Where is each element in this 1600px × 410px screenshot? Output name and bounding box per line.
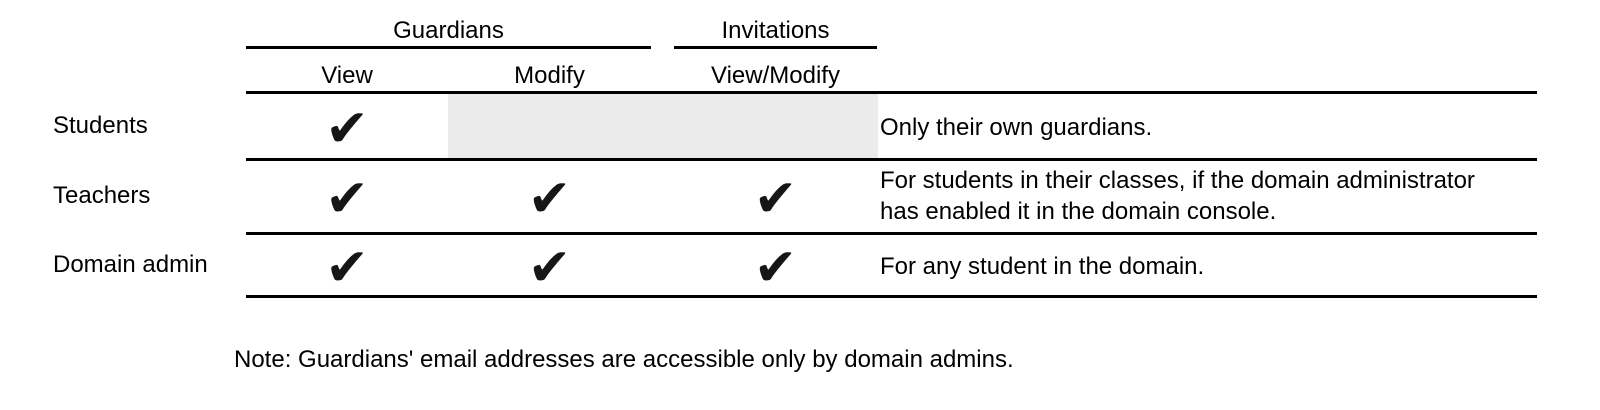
row-label-students: Students — [53, 112, 148, 139]
row-note-students: Only their own guardians. — [880, 114, 1153, 141]
footnote: Note: Guardians' email addresses are acc… — [234, 346, 1014, 373]
check-icon: ✔ — [527, 169, 572, 229]
row-divider-teachers — [246, 232, 1537, 235]
row-note-line: For students in their classes, if the do… — [880, 167, 1475, 194]
invitations-underline-rule — [674, 46, 877, 49]
row-divider-header — [246, 91, 1537, 94]
column-header-view-modify: View/Modify — [711, 62, 840, 89]
guardians-underline-rule — [246, 46, 651, 49]
check-icon: ✔ — [325, 169, 369, 229]
row-note-line: has enabled it in the domain console. — [880, 198, 1277, 225]
row-note-domain-admin: For any student in the domain. — [880, 253, 1205, 280]
row-divider-bottom — [246, 295, 1537, 298]
check-icon: ✔ — [753, 238, 798, 298]
check-icon: ✔ — [325, 238, 369, 298]
row-label-domain-admin: Domain admin — [53, 251, 208, 278]
column-group-guardians: Guardians — [393, 17, 504, 44]
row-note-teachers: For students in their classes, if the do… — [880, 165, 1475, 227]
column-group-invitations: Invitations — [721, 17, 830, 44]
row-divider-students — [246, 158, 1537, 161]
column-header-modify: Modify — [514, 62, 585, 89]
check-icon: ✔ — [325, 99, 369, 159]
check-icon: ✔ — [527, 238, 572, 298]
column-header-view: View — [321, 62, 373, 89]
check-icon: ✔ — [753, 169, 798, 229]
row-label-teachers: Teachers — [53, 182, 151, 209]
disabled-cells-students — [448, 94, 878, 158]
